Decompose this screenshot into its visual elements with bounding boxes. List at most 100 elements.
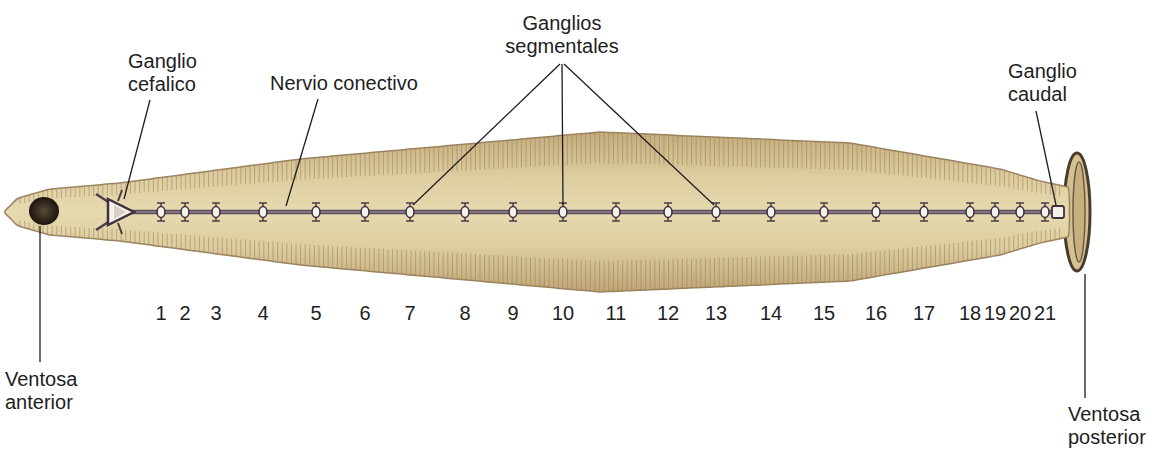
annulus-line bbox=[1050, 229, 1051, 242]
segmental-ganglion bbox=[181, 203, 189, 221]
annulus-line bbox=[434, 146, 435, 172]
annulus-line bbox=[38, 224, 39, 233]
annulus-line bbox=[792, 139, 793, 168]
annulus-line bbox=[383, 249, 384, 274]
annulus-line bbox=[894, 249, 895, 274]
annulus-line bbox=[355, 247, 356, 271]
annulus-line bbox=[185, 235, 186, 251]
annulus-line bbox=[1032, 232, 1033, 246]
annulus-line bbox=[779, 139, 780, 168]
annulus-line bbox=[319, 156, 320, 178]
annulus-line bbox=[498, 255, 499, 284]
annulus-line bbox=[89, 185, 90, 197]
annulus-line bbox=[388, 249, 389, 274]
annulus-line bbox=[751, 257, 752, 286]
annulus-line bbox=[516, 256, 517, 285]
annulus-line bbox=[222, 238, 223, 256]
annulus-line bbox=[990, 166, 991, 185]
segment-number: 8 bbox=[459, 302, 470, 325]
annulus-line bbox=[677, 134, 678, 165]
annulus-line bbox=[342, 154, 343, 177]
annulus-line bbox=[788, 256, 789, 285]
annulus-line bbox=[889, 250, 890, 275]
anterior-sucker bbox=[29, 197, 59, 225]
segmental-ganglion bbox=[820, 203, 828, 221]
annulus-line bbox=[677, 259, 678, 290]
annulus-line bbox=[139, 231, 140, 245]
annulus-line bbox=[760, 257, 761, 286]
annulus-line bbox=[636, 260, 637, 291]
annulus-line bbox=[360, 153, 361, 177]
annulus-line bbox=[291, 159, 292, 180]
annulus-line bbox=[328, 246, 329, 269]
annulus-line bbox=[659, 259, 660, 290]
annulus-line bbox=[130, 181, 131, 194]
annulus-line bbox=[769, 256, 770, 285]
segmental-ganglion bbox=[767, 203, 775, 221]
annulus-line bbox=[838, 254, 839, 282]
annulus-line bbox=[153, 178, 154, 192]
annulus-line bbox=[1004, 237, 1005, 254]
annulus-line bbox=[309, 157, 310, 179]
annulus-line bbox=[549, 136, 550, 166]
annulus-line bbox=[958, 161, 959, 182]
part-label: Ganglio caudal bbox=[1008, 60, 1098, 106]
annulus-line bbox=[710, 136, 711, 166]
annulus-line bbox=[70, 186, 71, 197]
segment-number: 20 bbox=[1009, 302, 1031, 325]
annulus-line bbox=[733, 257, 734, 287]
annulus-line bbox=[171, 175, 172, 190]
annulus-line bbox=[949, 159, 950, 180]
annulus-line bbox=[797, 256, 798, 285]
annulus-line bbox=[682, 259, 683, 290]
annulus-line bbox=[530, 137, 531, 167]
annulus-line bbox=[553, 258, 554, 288]
annulus-line bbox=[135, 231, 136, 244]
annulus-line bbox=[424, 147, 425, 173]
annulus-line bbox=[75, 227, 76, 238]
annulus-line bbox=[378, 151, 379, 175]
annulus-line bbox=[613, 132, 614, 164]
annulus-line bbox=[231, 167, 232, 185]
annulus-line bbox=[521, 257, 522, 286]
annulus-line bbox=[935, 245, 936, 267]
annulus-line bbox=[374, 248, 375, 272]
annulus-line bbox=[599, 131, 600, 163]
annulus-line bbox=[576, 133, 577, 164]
leader-line bbox=[564, 64, 714, 205]
annulus-line bbox=[1036, 231, 1037, 245]
annulus-line bbox=[438, 146, 439, 173]
annulus-line bbox=[263, 241, 264, 261]
annulus-line bbox=[567, 134, 568, 165]
annulus-line bbox=[861, 144, 862, 171]
annulus-line bbox=[834, 141, 835, 169]
annulus-line bbox=[273, 242, 274, 262]
annulus-line bbox=[668, 259, 669, 290]
segment-number: 18 bbox=[959, 302, 981, 325]
annulus-line bbox=[378, 249, 379, 273]
annulus-line bbox=[930, 156, 931, 179]
annulus-line bbox=[204, 171, 205, 188]
annulus-line bbox=[746, 137, 747, 167]
annulus-line bbox=[1055, 183, 1056, 195]
annulus-line bbox=[581, 260, 582, 291]
annulus-line bbox=[815, 255, 816, 283]
annulus-line bbox=[484, 255, 485, 283]
annulus-line bbox=[24, 195, 25, 203]
annulus-line bbox=[116, 229, 117, 242]
annulus-line bbox=[641, 260, 642, 291]
annulus-line bbox=[852, 142, 853, 170]
annulus-line bbox=[374, 151, 375, 175]
annulus-line bbox=[926, 246, 927, 269]
annulus-line bbox=[875, 146, 876, 172]
annulus-line bbox=[981, 240, 982, 259]
annulus-line bbox=[903, 151, 904, 175]
annulus-line bbox=[204, 236, 205, 253]
annulus-line bbox=[457, 253, 458, 280]
annulus-line bbox=[728, 137, 729, 167]
segmental-ganglion bbox=[966, 203, 974, 221]
annulus-line bbox=[986, 240, 987, 259]
annulus-line bbox=[1018, 173, 1019, 189]
annulus-line bbox=[1027, 176, 1028, 191]
annulus-line bbox=[162, 233, 163, 248]
